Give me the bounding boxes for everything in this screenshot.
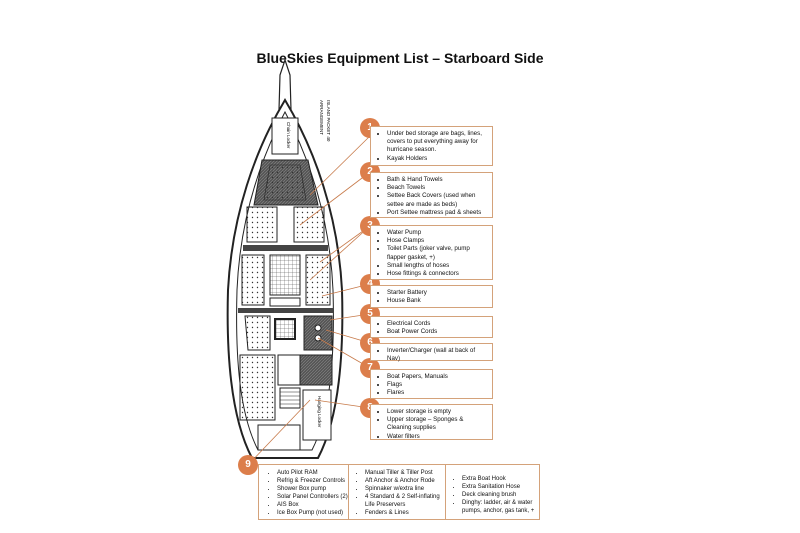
- list-item: Hose Clamps: [387, 237, 488, 245]
- companionway: [276, 320, 294, 338]
- list-item: Port Settee mattress pad & sheets: [387, 209, 488, 217]
- list-item: Shower Box pump: [277, 485, 349, 493]
- list-item: Hose fittings & connectors: [387, 270, 488, 278]
- callout-box-7: Boat Papers, Manuals Flags Flares: [370, 369, 493, 399]
- list-item: AIS Box: [277, 501, 349, 509]
- callout-box-1: Under bed storage are bags, lines, cover…: [370, 126, 493, 166]
- callout-box-8: Lower storage is empty Upper storage – S…: [370, 404, 493, 440]
- list-item: Beach Towels: [387, 184, 488, 192]
- list-item: Extra Boat Hook: [462, 475, 538, 483]
- list-item: Under bed storage are bags, lines, cover…: [387, 130, 488, 155]
- list-item: Solar Panel Controllers (2): [277, 493, 349, 501]
- list-item: Toilet Parts (joker valve, pump flapper …: [387, 245, 488, 261]
- list-item: Dinghy: ladder, air & water pumps, ancho…: [462, 499, 538, 515]
- callout-box-5: Electrical Cords Boat Power Cords: [370, 316, 493, 338]
- list-item: Upper storage – Sponges & Cleaning suppl…: [387, 416, 488, 432]
- list-item: Bath & Hand Towels: [387, 176, 488, 184]
- list-item: Settee Back Covers (used when settee are…: [387, 192, 488, 208]
- callout-box-3: Water Pump Hose Clamps Toilet Parts (jok…: [370, 225, 493, 280]
- list-item: Boat Power Cords: [387, 328, 488, 336]
- plan-label-hanging-locker: Hanging Locker: [317, 396, 322, 428]
- list-item: 4 Standard & 2 Self-inflating Life Prese…: [365, 493, 443, 509]
- bottom-column-2: Manual Tiller & Tiller Post Aft Anchor &…: [351, 469, 443, 517]
- column-divider: [445, 465, 446, 519]
- list-item: Flares: [387, 389, 488, 397]
- list-item: Small lengths of hoses: [387, 262, 488, 270]
- callout-box-4: Starter Battery House Bank: [370, 285, 493, 308]
- page-title: BlueSkies Equipment List – Starboard Sid…: [256, 50, 544, 66]
- list-item: Manual Tiller & Tiller Post: [365, 469, 443, 477]
- list-item: Starter Battery: [387, 289, 488, 297]
- list-item: Water filters: [387, 433, 488, 441]
- bottom-column-3: Extra Boat Hook Extra Sanitation Hose De…: [448, 475, 538, 515]
- list-item: Electrical Cords: [387, 320, 488, 328]
- callout-box-2: Bath & Hand Towels Beach Towels Settee B…: [370, 172, 493, 218]
- list-item: Aft Anchor & Anchor Rode: [365, 477, 443, 485]
- list-item: Ice Box Pump (not used): [277, 509, 349, 517]
- plan-label-arrangement: ARRANGEMENT: [319, 100, 324, 135]
- list-item: Auto Pilot RAM: [277, 469, 349, 477]
- list-item: Spinnaker w/extra line: [365, 485, 443, 493]
- list-item: Flags: [387, 381, 488, 389]
- column-divider: [348, 465, 349, 519]
- callout-badge-9: 9: [238, 455, 258, 475]
- port-settee: [241, 254, 265, 306]
- list-item: Boat Papers, Manuals: [387, 373, 488, 381]
- list-item: Water Pump: [387, 229, 488, 237]
- list-item: Refrig & Freezer Controls: [277, 477, 349, 485]
- list-item: Deck cleaning brush: [462, 491, 538, 499]
- starboard-settee: [305, 254, 331, 306]
- list-item: Extra Sanitation Hose: [462, 483, 538, 491]
- list-item: House Bank: [387, 297, 488, 305]
- list-item: Fenders & Lines: [365, 509, 443, 517]
- plan-label-chain-locker: Chain Locker: [286, 122, 291, 149]
- list-item: Lower storage is empty: [387, 408, 488, 416]
- bowsprit: [278, 58, 292, 111]
- list-item: Inverter/Charger (wall at back of Nav): [387, 347, 488, 363]
- bottom-column-1: Auto Pilot RAM Refrig & Freezer Controls…: [263, 469, 349, 517]
- callout-box-6: Inverter/Charger (wall at back of Nav): [370, 343, 493, 363]
- plan-label-island-packet: ISLAND PACKET 40: [326, 100, 331, 142]
- callout-box-9: Auto Pilot RAM Refrig & Freezer Controls…: [258, 464, 540, 520]
- list-item: Kayak Holders: [387, 155, 488, 163]
